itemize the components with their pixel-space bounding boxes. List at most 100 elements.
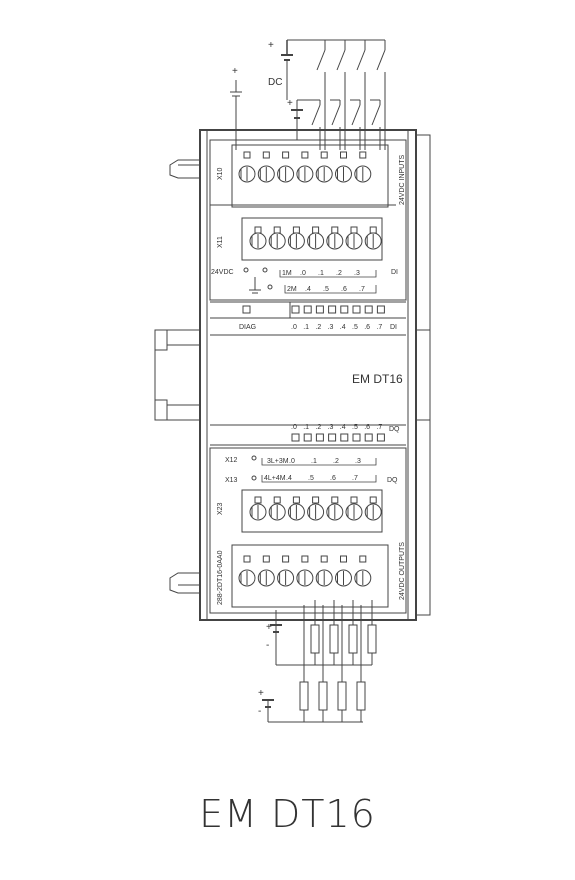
input-row2-label: .6 bbox=[341, 286, 347, 293]
minus-sign-out2: - bbox=[258, 706, 261, 717]
module-body bbox=[199, 129, 417, 621]
di-led-label: .1 bbox=[303, 324, 309, 331]
di-led-label: .3 bbox=[328, 324, 334, 331]
output-row2-label: .4 bbox=[286, 475, 292, 482]
output-terminal-block[interactable] bbox=[231, 544, 389, 608]
x11-screw[interactable] bbox=[268, 232, 286, 250]
output-indicator bbox=[340, 555, 347, 563]
x10-terminal-block[interactable] bbox=[231, 144, 389, 208]
dq-led-label: .5 bbox=[352, 424, 358, 431]
plus-sign-top: + bbox=[268, 40, 274, 51]
dq-led-label: .2 bbox=[315, 424, 321, 431]
di-led bbox=[364, 305, 373, 314]
x10-screw[interactable] bbox=[238, 165, 256, 183]
input-row2-label: .5 bbox=[323, 286, 329, 293]
x23-indicator bbox=[331, 496, 339, 504]
x10-screw[interactable] bbox=[335, 165, 352, 183]
x11-screw[interactable] bbox=[249, 232, 267, 250]
x13-terminal bbox=[251, 475, 257, 481]
dq-led bbox=[352, 433, 361, 442]
di-led-label: .7 bbox=[376, 324, 382, 331]
x10-screw[interactable] bbox=[354, 165, 372, 183]
di-led-label: .5 bbox=[352, 324, 358, 331]
x11-screw[interactable] bbox=[364, 232, 382, 250]
dq-status-label: DQ bbox=[389, 426, 400, 433]
x23-screw[interactable] bbox=[249, 503, 267, 521]
di-led bbox=[352, 305, 361, 314]
x12-terminal bbox=[251, 455, 257, 461]
x23-terminal-block[interactable] bbox=[241, 489, 383, 533]
x10-screw[interactable] bbox=[257, 165, 275, 183]
plus-sign-out2: + bbox=[258, 688, 264, 699]
di-led bbox=[315, 305, 324, 314]
x23-indicator bbox=[254, 496, 262, 504]
x11-terminal-block[interactable] bbox=[241, 217, 383, 261]
input-row1-label: .3 bbox=[354, 270, 360, 277]
di-group-label: DI bbox=[391, 269, 398, 276]
dq-led-label: .6 bbox=[364, 424, 370, 431]
output-indicator bbox=[243, 555, 251, 563]
switch-contact bbox=[316, 49, 326, 71]
switch-contact bbox=[356, 49, 366, 71]
input-row1-label: 1M bbox=[282, 270, 292, 277]
output-screw[interactable] bbox=[296, 569, 314, 587]
output-indicator bbox=[262, 555, 270, 563]
din-latch bbox=[154, 329, 201, 421]
output-indicator bbox=[320, 555, 328, 563]
dq-led-label: .3 bbox=[328, 424, 334, 431]
dq-led bbox=[328, 433, 337, 442]
ground-terminal bbox=[267, 284, 273, 290]
input-row1-label: .0 bbox=[300, 270, 306, 277]
plus-sign-left: + bbox=[232, 66, 238, 77]
x11-screw[interactable] bbox=[307, 232, 325, 250]
output-row2-label: .5 bbox=[308, 475, 314, 482]
bottom-clip bbox=[169, 572, 200, 594]
output-row1-label: .2 bbox=[333, 458, 339, 465]
output-screw[interactable] bbox=[315, 569, 333, 587]
di-led bbox=[340, 305, 349, 314]
output-screw[interactable] bbox=[257, 569, 275, 587]
switch-contact-2 bbox=[351, 104, 361, 126]
supply-terminal bbox=[262, 267, 268, 273]
di-led-label: .4 bbox=[340, 324, 346, 331]
dq-led bbox=[340, 433, 349, 442]
right-rail bbox=[415, 134, 431, 616]
di-led-label: .2 bbox=[315, 324, 321, 331]
dq-led bbox=[291, 433, 300, 442]
load-resistor bbox=[310, 624, 320, 654]
x23-screw[interactable] bbox=[345, 503, 363, 521]
x10-indicator bbox=[359, 151, 367, 159]
x23-screw[interactable] bbox=[268, 503, 286, 521]
x23-screw[interactable] bbox=[307, 503, 325, 521]
x23-indicator bbox=[292, 496, 300, 504]
load-resistor bbox=[356, 681, 366, 711]
x10-screw[interactable] bbox=[277, 165, 295, 183]
switch-contact-2 bbox=[311, 104, 321, 126]
switch-contact-2 bbox=[371, 104, 381, 126]
x23-screw[interactable] bbox=[364, 503, 382, 521]
output-screw[interactable] bbox=[277, 569, 295, 587]
dq-led-label: .0 bbox=[291, 424, 297, 431]
output-row2-label: .7 bbox=[352, 475, 358, 482]
x11-screw[interactable] bbox=[345, 232, 363, 250]
x23-screw[interactable] bbox=[287, 503, 305, 521]
output-screw[interactable] bbox=[354, 569, 372, 587]
output-row1-label: 3L+3M bbox=[267, 458, 289, 465]
x23-label: X23 bbox=[217, 502, 224, 515]
x23-screw[interactable] bbox=[326, 503, 344, 521]
dq-led-label: .4 bbox=[340, 424, 346, 431]
output-indicator bbox=[282, 555, 290, 563]
x10-indicator bbox=[243, 151, 251, 159]
x10-screw[interactable] bbox=[315, 165, 333, 183]
x10-indicator bbox=[301, 151, 309, 159]
x11-screw[interactable] bbox=[326, 232, 344, 250]
x11-screw[interactable] bbox=[287, 232, 305, 250]
output-screw[interactable] bbox=[335, 569, 352, 587]
x23-indicator bbox=[369, 496, 377, 504]
output-row1-label: .1 bbox=[311, 458, 317, 465]
load-resistor bbox=[329, 624, 339, 654]
wiring-diagram: X10 X11 24VDC INPUTS 24VDC OUTPUTS 288-2… bbox=[154, 39, 431, 723]
output-screw[interactable] bbox=[238, 569, 256, 587]
switch-contact bbox=[376, 49, 386, 71]
x10-screw[interactable] bbox=[296, 165, 314, 183]
